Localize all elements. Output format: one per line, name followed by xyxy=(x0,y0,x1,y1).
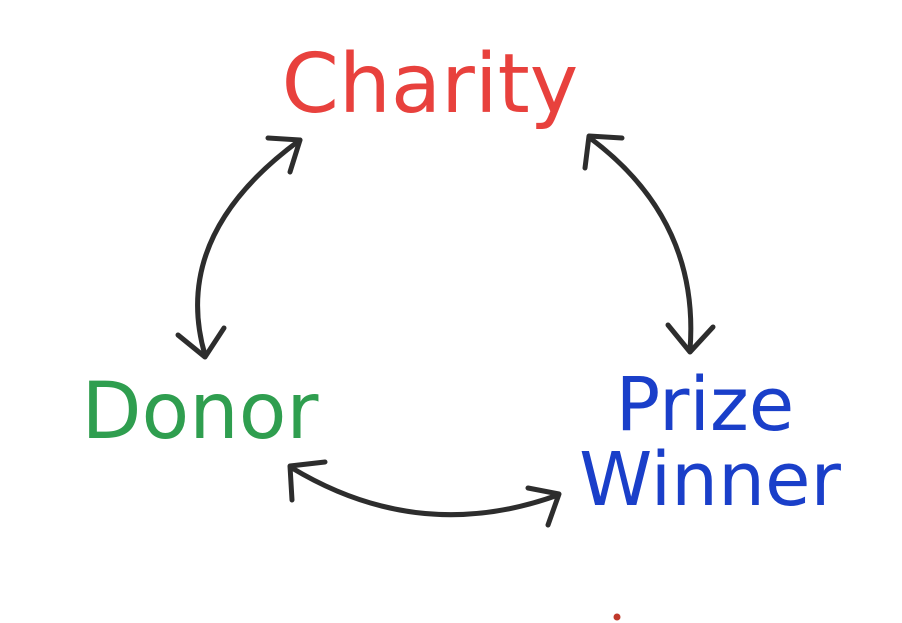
prize-winner-label-line2: Winner xyxy=(579,437,841,523)
arrow-charity-donor xyxy=(175,135,303,360)
prize-winner-label-line1: Prize xyxy=(616,362,795,448)
decorative-dot xyxy=(613,613,621,621)
charity-label: Charity xyxy=(282,37,579,132)
arrow-charity-donor-head-top xyxy=(265,135,303,175)
arrow-charity-prizewinner-curve xyxy=(587,135,694,353)
arrow-charity-donor-curve xyxy=(195,137,303,358)
arrow-charity-prizewinner-head-top xyxy=(582,133,625,171)
donor-label: Donor xyxy=(81,367,319,457)
arrow-donor-prizewinner-head-right xyxy=(525,485,562,528)
arrow-charity-prizewinner-head-bottom xyxy=(665,322,716,355)
arrow-donor-prizewinner-head-left xyxy=(287,459,328,503)
arrow-donor-prizewinner-curve xyxy=(289,465,561,518)
arrow-charity-donor-head-bottom xyxy=(175,325,227,360)
arrow-charity-prizewinner xyxy=(582,133,716,355)
arrow-donor-prizewinner xyxy=(287,459,562,528)
